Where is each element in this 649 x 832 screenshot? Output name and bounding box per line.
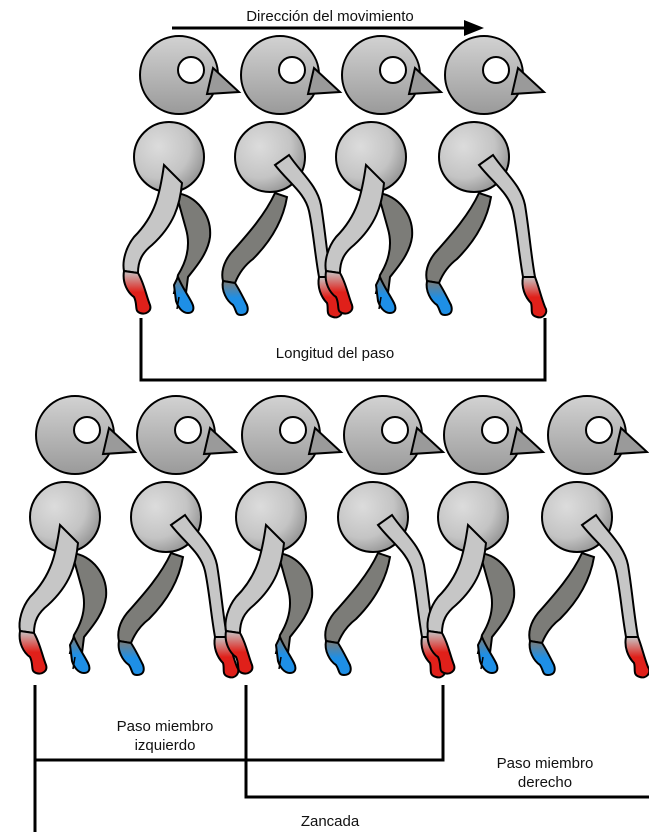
bottom-walker-sequence	[19, 396, 649, 677]
right-step-label: Paso miembro derecho	[470, 754, 620, 792]
top-walker-4	[426, 36, 546, 317]
direction-label: Dirección del movimiento	[200, 7, 460, 26]
step-length-label: Longitud del paso	[210, 344, 460, 363]
bottom-walker-2	[118, 396, 238, 677]
top-walker-2	[222, 36, 342, 317]
bottom-walker-3	[225, 396, 341, 674]
top-walker-3	[325, 36, 441, 314]
right-step-label-line-2: derecho	[470, 773, 620, 792]
right-step-label-line-1: Paso miembro	[470, 754, 620, 773]
top-walker-sequence	[123, 36, 546, 317]
left-step-label-line-2: izquierdo	[90, 736, 240, 755]
stride-label: Zancada	[270, 812, 390, 831]
left-step-label: Paso miembro izquierdo	[90, 717, 240, 755]
bottom-walker-5	[427, 396, 543, 674]
bottom-walker-6	[529, 396, 649, 677]
left-step-label-line-1: Paso miembro	[90, 717, 240, 736]
